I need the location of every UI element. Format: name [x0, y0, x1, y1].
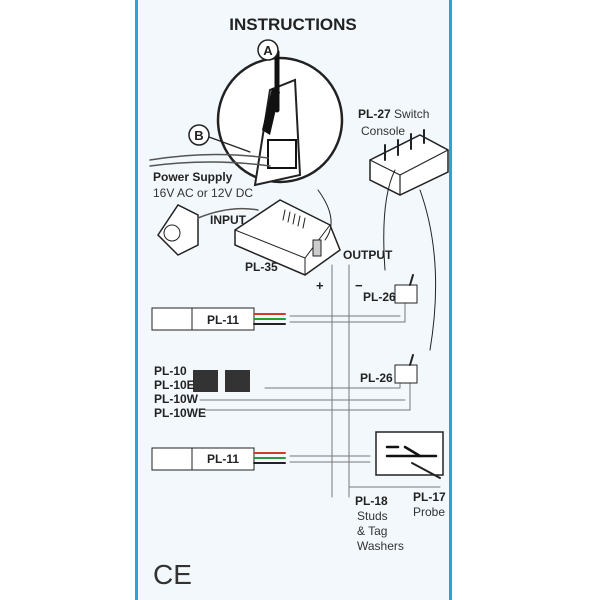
svg-text:PL-10: PL-10 [154, 364, 187, 378]
pl17-desc: Probe [413, 505, 445, 519]
pl26-switch-lower [394, 354, 418, 384]
pl18-label: PL-18 [355, 494, 388, 508]
power-supply-unit [157, 204, 259, 256]
pl27-switch-console [369, 129, 449, 196]
pl10-point-motor [193, 370, 250, 392]
pl26-switch-upper [394, 274, 418, 304]
power-supply-label: Power Supply [153, 170, 233, 184]
ce-mark: CE [153, 559, 192, 590]
callout-a: A [257, 39, 279, 61]
pl11-upper-label: PL-11 [207, 313, 239, 327]
pl17-label: PL-17 [413, 490, 446, 504]
svg-text:PL-10W: PL-10W [154, 392, 199, 406]
power-supply-spec: 16V AC or 12V DC [153, 186, 253, 200]
pl26-to-console-arrow [383, 169, 396, 271]
pl11-lower-label: PL-11 [207, 452, 239, 466]
svg-text:B: B [194, 128, 203, 143]
pl26-lower-label: PL-26 [360, 371, 393, 385]
pl27-label: PL-27 Switch [358, 107, 429, 121]
input-label: INPUT [210, 213, 247, 227]
pl11-motor-lower [151, 447, 286, 471]
svg-text:& Tag: & Tag [357, 524, 387, 538]
mimic-panel [375, 431, 444, 479]
svg-text:Studs: Studs [357, 509, 388, 523]
plus-sign: + [316, 278, 324, 293]
point-motor-closeup [149, 49, 344, 187]
pl35-unit [234, 199, 341, 276]
pl26-lower-arrow [419, 189, 437, 351]
closeup-arrow [317, 189, 332, 241]
pl11-motor-upper [151, 307, 286, 331]
svg-text:A: A [263, 43, 273, 58]
pl26-upper-label: PL-26 [363, 290, 396, 304]
svg-text:Washers: Washers [357, 539, 404, 553]
callout-b: B [188, 124, 251, 153]
output-label: OUTPUT [343, 248, 393, 262]
minus-sign: − [355, 278, 363, 293]
svg-text:PL-10WE: PL-10WE [154, 406, 206, 420]
pl35-label: PL-35 [245, 260, 278, 274]
title: INSTRUCTIONS [229, 15, 357, 34]
pl27-desc: Console [361, 124, 405, 138]
svg-text:PL-10E: PL-10E [154, 378, 195, 392]
bus-wires [199, 264, 441, 498]
